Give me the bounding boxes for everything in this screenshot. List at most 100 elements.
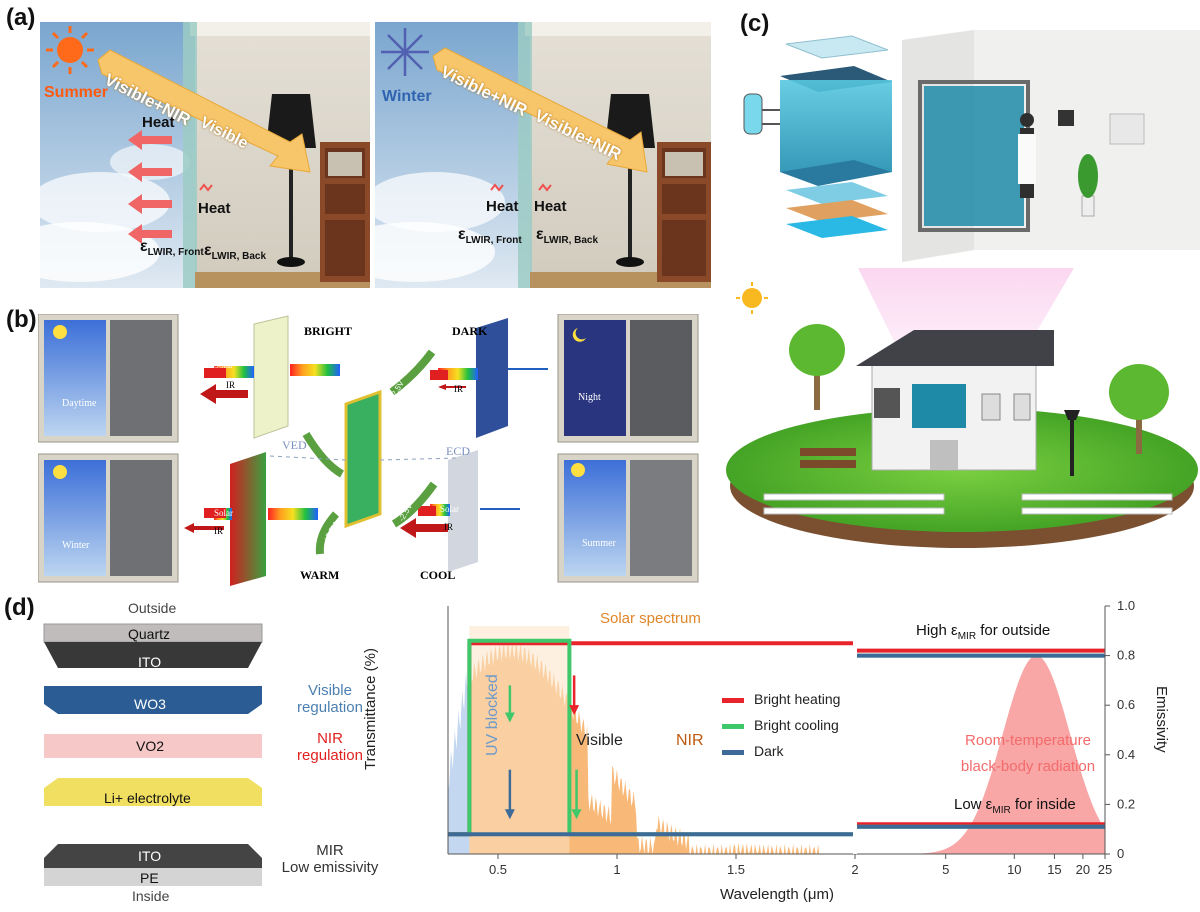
x-tick-label-1: 1 — [613, 862, 620, 877]
ecd-label: ECD — [446, 444, 470, 458]
layer-pe: PE — [140, 870, 159, 886]
high-eps-label: High εMIR for outside — [916, 622, 1051, 642]
summer-scene — [40, 22, 370, 288]
layer-stack — [43, 623, 263, 886]
window-daytime — [38, 314, 179, 443]
y2-tick-label-5: 1.0 — [1117, 598, 1135, 613]
legend-item-dark: Dark — [722, 738, 840, 764]
dark-label: DARK — [452, 324, 488, 338]
summer-label: Summer — [44, 84, 109, 101]
warm-label: WARM — [300, 568, 340, 582]
y-axis-label: Transmittance (%) — [362, 648, 379, 770]
solar-label-3: Solar — [214, 508, 233, 518]
heat-summer-inner-label: Heat — [198, 200, 231, 217]
layer-wo3: WO3 — [134, 696, 166, 712]
outside-label: Outside — [128, 600, 177, 616]
bright-label: BRIGHT — [304, 324, 353, 338]
panel-c-graphic — [726, 30, 1200, 548]
panel-d: (d) Outside Quartz ITO WO3 VO2 Li+ elect… — [0, 590, 1200, 912]
heat-winter-label-2: Heat — [534, 198, 567, 215]
layer-ito-bottom: ITO — [138, 848, 162, 864]
tree-left — [789, 324, 845, 410]
y2-tick-label-4: 0.8 — [1117, 648, 1135, 663]
arrow-nir-green-head — [571, 809, 582, 820]
layer-electrolyte: Li+ electrolyte — [104, 790, 191, 806]
snowflake-icon — [381, 28, 429, 76]
panel-a: (a) — [0, 0, 720, 292]
x-tick-label-6: 15 — [1047, 862, 1061, 877]
night-label: Night — [578, 392, 601, 403]
x-tick-label-4: 5 — [942, 862, 949, 877]
panel-a-label: (a) — [6, 4, 36, 31]
solar-label-4: Solar — [440, 504, 459, 514]
y2-axis-label: Emissivity — [1153, 686, 1170, 753]
ir-label-2: IR — [454, 384, 463, 394]
heat-arrows — [128, 130, 172, 244]
layer-ito-top: ITO — [138, 654, 162, 670]
device-tank — [743, 66, 892, 186]
x-tick-label-2: 1.5 — [727, 862, 745, 877]
solar-label-1: Solar — [214, 360, 233, 370]
arrow-visible-dark-head — [504, 809, 515, 820]
eps-front-summer: εLWIR, Front — [140, 238, 204, 259]
ir-label-4: IR — [444, 522, 453, 532]
ir-label-1: IR — [226, 380, 235, 390]
eps-back-summer: εLWIR, Back — [204, 242, 267, 263]
sun-icon — [46, 26, 94, 74]
panel-c: (c) — [724, 0, 1200, 560]
layer-quartz: Quartz — [128, 626, 171, 642]
solar-spectrum-label: Solar spectrum — [600, 610, 701, 627]
window-night — [557, 314, 699, 443]
fence-left — [763, 493, 945, 515]
uv-blocked-label: UV blocked — [484, 674, 501, 756]
x-tick-label-8: 25 — [1098, 862, 1112, 877]
panel-b-graphic — [38, 314, 699, 586]
heat-winter-label-1: Heat — [486, 198, 519, 215]
arrow-visible-green-head — [504, 712, 515, 723]
panel-c-label: (c) — [740, 10, 770, 37]
winter-label: Winter — [382, 88, 432, 105]
x-tick-label-5: 10 — [1007, 862, 1021, 877]
cool-label: COOL — [420, 568, 456, 582]
chart-legend: Bright heating Bright cooling Dark — [722, 686, 840, 764]
heat-summer-label: Heat — [142, 114, 175, 131]
summer-window-label: Summer — [582, 538, 616, 549]
nir-band-label: NIR — [676, 732, 704, 749]
uv-blocked-region — [448, 664, 470, 854]
fence-right — [1021, 493, 1173, 515]
arrow-nir-red-head — [569, 705, 580, 716]
ved-label: VED — [282, 438, 307, 452]
winter-window-label: Winter — [62, 540, 90, 551]
plant-icon — [1078, 154, 1098, 217]
x-tick-label-7: 20 — [1076, 862, 1090, 877]
window-winter — [38, 453, 179, 583]
y2-tick-label-2: 0.4 — [1117, 747, 1135, 762]
legend-item-bright-heating: Bright heating — [722, 686, 840, 712]
window-summer — [557, 453, 699, 583]
inside-label: Inside — [132, 888, 170, 904]
ir-label-3: IR — [214, 526, 223, 536]
winter-scene — [375, 22, 711, 288]
black-body-area — [895, 655, 1105, 854]
eps-back-winter: εLWIR, Back — [536, 226, 599, 247]
y2-tick-label-1: 0.2 — [1117, 796, 1135, 811]
sun-icon-c — [736, 282, 768, 314]
panel-d-label: (d) — [4, 594, 35, 621]
eps-front-winter: εLWIR, Front — [458, 226, 522, 247]
daytime-label: Daytime — [62, 398, 97, 409]
panel-b: (b) — [0, 300, 720, 592]
panel-b-label: (b) — [6, 306, 37, 333]
tree-right — [1109, 364, 1169, 454]
x-tick-label-3: 2 — [851, 862, 858, 877]
solar-label-2: Solar — [450, 360, 469, 370]
y2-tick-label-3: 0.6 — [1117, 697, 1135, 712]
x-tick-label-0: 0.5 — [489, 862, 507, 877]
x-axis-label: Wavelength (μm) — [720, 886, 834, 903]
y2-tick-label-0: 0 — [1117, 846, 1124, 861]
legend-item-bright-cooling: Bright cooling — [722, 712, 840, 738]
